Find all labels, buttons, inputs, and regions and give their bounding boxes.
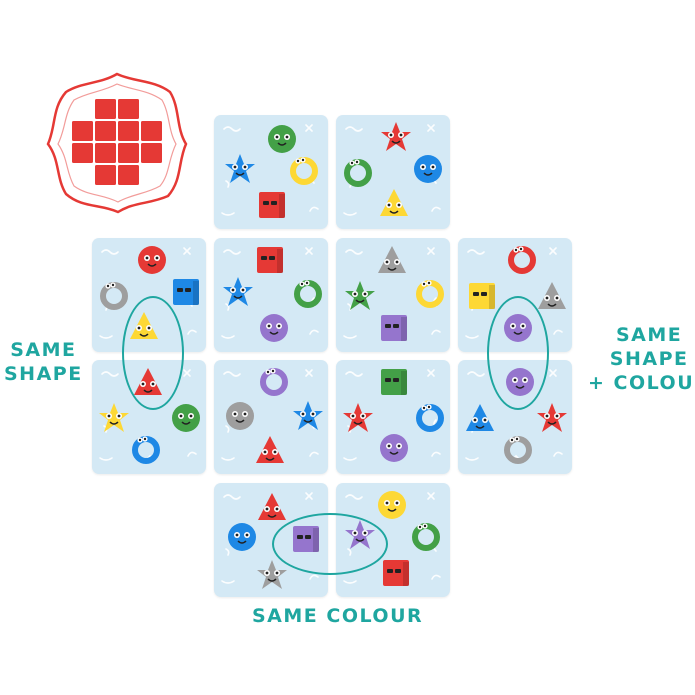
game-tile (214, 238, 328, 352)
red-triangle-icon (254, 434, 286, 466)
red-star-icon (536, 402, 568, 434)
game-tile (336, 115, 450, 229)
blue-ring-icon (414, 402, 446, 434)
blue-square-icon (170, 276, 202, 308)
green-square-icon (378, 366, 410, 398)
red-star-icon (380, 121, 412, 153)
red-square-icon (380, 557, 412, 589)
same-shape-colour-ring (487, 296, 549, 410)
red-ring-icon (506, 244, 538, 276)
badge-grid-cell (72, 143, 93, 163)
badge-grid-cell (95, 121, 116, 141)
badge-grid-cell (72, 121, 93, 141)
purple-circle-icon (258, 312, 290, 344)
same-shape-colour-label: SAME SHAPE + COLOUR (588, 324, 695, 394)
grey-ring-icon (502, 434, 534, 466)
green-ring-icon (410, 521, 442, 553)
blue-circle-icon (226, 521, 258, 553)
yellow-triangle-icon (378, 187, 410, 219)
badge-grid-cell (95, 99, 116, 119)
green-circle-icon (266, 123, 298, 155)
game-tile (458, 360, 572, 474)
blue-triangle-icon (464, 402, 496, 434)
blue-star-icon (222, 276, 254, 308)
red-triangle-icon (256, 491, 288, 523)
card-badge (42, 68, 192, 218)
badge-grid-cell (118, 99, 139, 119)
game-tile (336, 238, 450, 352)
red-star-icon (342, 402, 374, 434)
green-star-icon (344, 280, 376, 312)
badge-grid-cell (141, 143, 162, 163)
cross-grid-icon (46, 72, 188, 214)
purple-circle-icon (378, 432, 410, 464)
same-shape-label: SAME SHAPE (4, 339, 83, 385)
green-ring-icon (292, 278, 324, 310)
badge-grid-cell (118, 143, 139, 163)
yellow-ring-icon (414, 278, 446, 310)
purple-ring-icon (258, 366, 290, 398)
yellow-circle-icon (376, 489, 408, 521)
badge-grid-cell (118, 165, 139, 185)
green-ring-icon (342, 157, 374, 189)
grey-ring-icon (98, 280, 130, 312)
badge-grid-cell (118, 121, 139, 141)
grey-circle-icon (224, 400, 256, 432)
red-square-icon (256, 189, 288, 221)
game-tile (214, 360, 328, 474)
grey-triangle-icon (376, 244, 408, 276)
grey-triangle-icon (536, 280, 568, 312)
purple-square-icon (378, 312, 410, 344)
red-square-icon (254, 244, 286, 276)
badge-grid-cell (141, 121, 162, 141)
green-circle-icon (170, 402, 202, 434)
yellow-square-icon (466, 280, 498, 312)
blue-circle-icon (412, 153, 444, 185)
blue-ring-icon (130, 434, 162, 466)
same-shape-ring (122, 296, 184, 410)
same-colour-label: SAME COLOUR (252, 605, 424, 627)
badge-grid-cell (95, 165, 116, 185)
yellow-ring-icon (288, 155, 320, 187)
game-tile (336, 360, 450, 474)
grey-star-icon (256, 559, 288, 591)
yellow-star-icon (98, 402, 130, 434)
badge-grid-cell (95, 143, 116, 163)
blue-star-icon (224, 153, 256, 185)
blue-star-icon (292, 400, 324, 432)
game-tile (214, 115, 328, 229)
game-tile (458, 238, 572, 352)
red-circle-icon (136, 244, 168, 276)
same-colour-ring (272, 513, 388, 575)
